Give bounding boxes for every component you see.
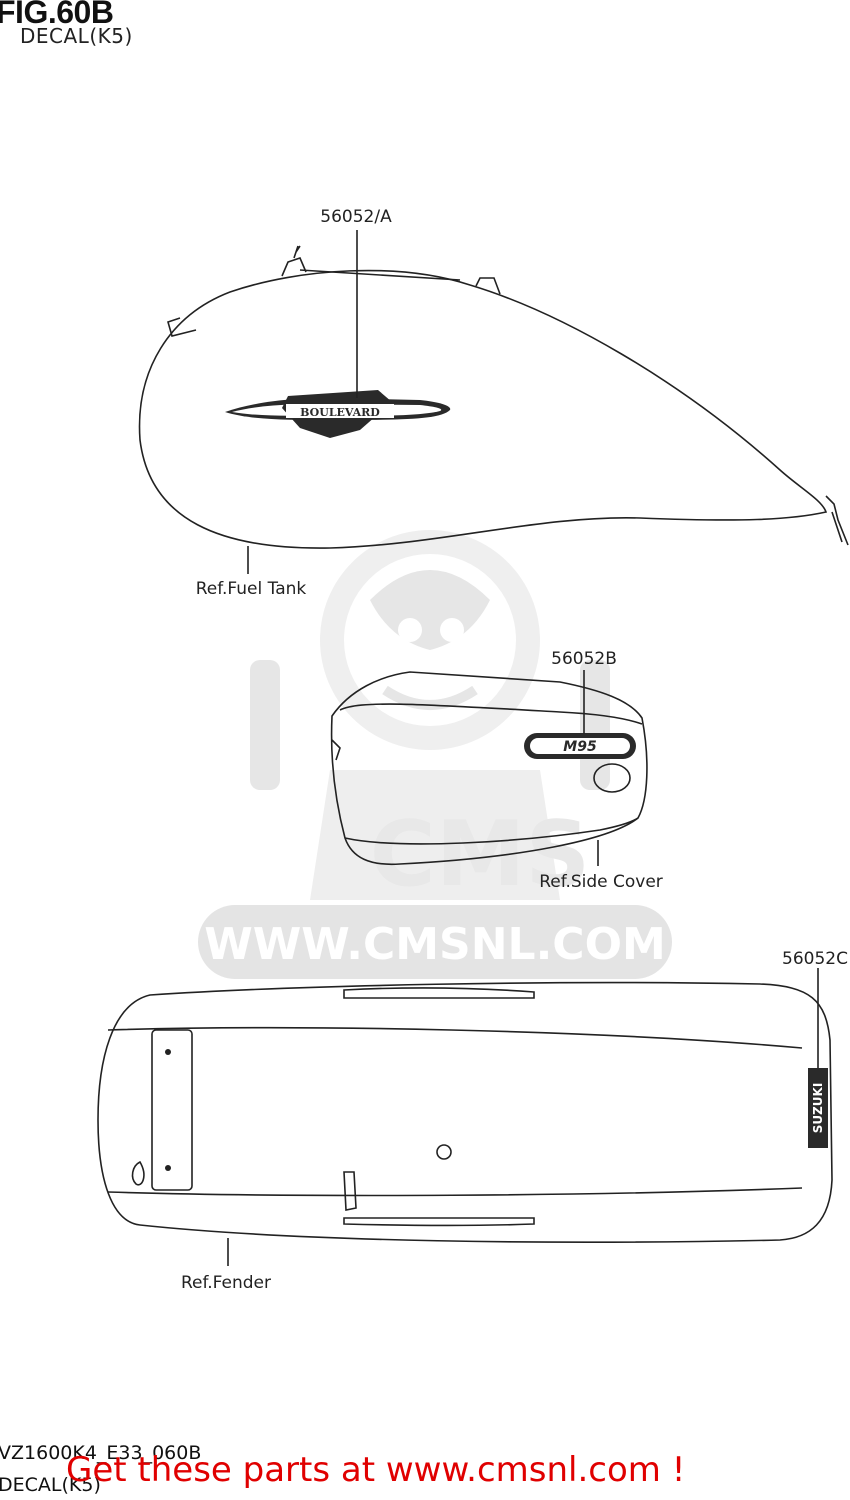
fender-drawing — [97, 981, 833, 1243]
cms-watermark: WWW.CMSNL.COM CMS — [198, 530, 672, 979]
cms-mascot-icon — [250, 530, 610, 900]
side-cover-drawing — [330, 671, 648, 866]
m95-badge: M95 — [524, 733, 636, 759]
callout-56052a: 56052/A Ref.Fuel Tank — [196, 207, 392, 599]
part-number-56052c: 56052C — [782, 949, 848, 969]
boulevard-badge: BOULEVARD — [225, 390, 451, 438]
callout-56052b: 56052B Ref.Side Cover — [539, 649, 663, 892]
fuel-tank-drawing — [138, 245, 849, 549]
m95-badge-text: M95 — [563, 739, 597, 755]
fender-bolt-top — [165, 1049, 171, 1055]
fender-hole — [436, 1144, 452, 1160]
tank-badge-text: BOULEVARD — [300, 406, 380, 419]
promo-link[interactable]: Get these parts at www.cmsnl.com ! — [66, 1450, 686, 1490]
figure-title: FIG.60B — [0, 0, 114, 30]
watermark-logo: CMS — [370, 802, 590, 907]
suzuki-badge: SUZUKI — [808, 1068, 828, 1148]
ref-fender: Ref.Fender — [181, 1273, 271, 1293]
footer-subtitle: DECAL(K5) — [0, 1474, 101, 1496]
fender-bolt-bottom — [165, 1165, 171, 1171]
figure-subtitle: DECAL(K5) — [20, 24, 133, 48]
part-number-56052b: 56052B — [551, 649, 617, 669]
side-cover-knob — [593, 763, 631, 793]
callout-56052c: 56052C Ref.Fender — [181, 949, 848, 1293]
ref-side-cover: Ref.Side Cover — [539, 872, 663, 892]
part-number-56052a: 56052/A — [320, 207, 392, 227]
watermark-url-bar — [198, 905, 672, 979]
suzuki-badge-text: SUZUKI — [811, 1083, 825, 1134]
watermark-url: WWW.CMSNL.COM — [204, 919, 666, 970]
ref-fuel-tank: Ref.Fuel Tank — [196, 579, 307, 599]
footer-code: VZ1600K4_E33_060B — [0, 1442, 202, 1464]
